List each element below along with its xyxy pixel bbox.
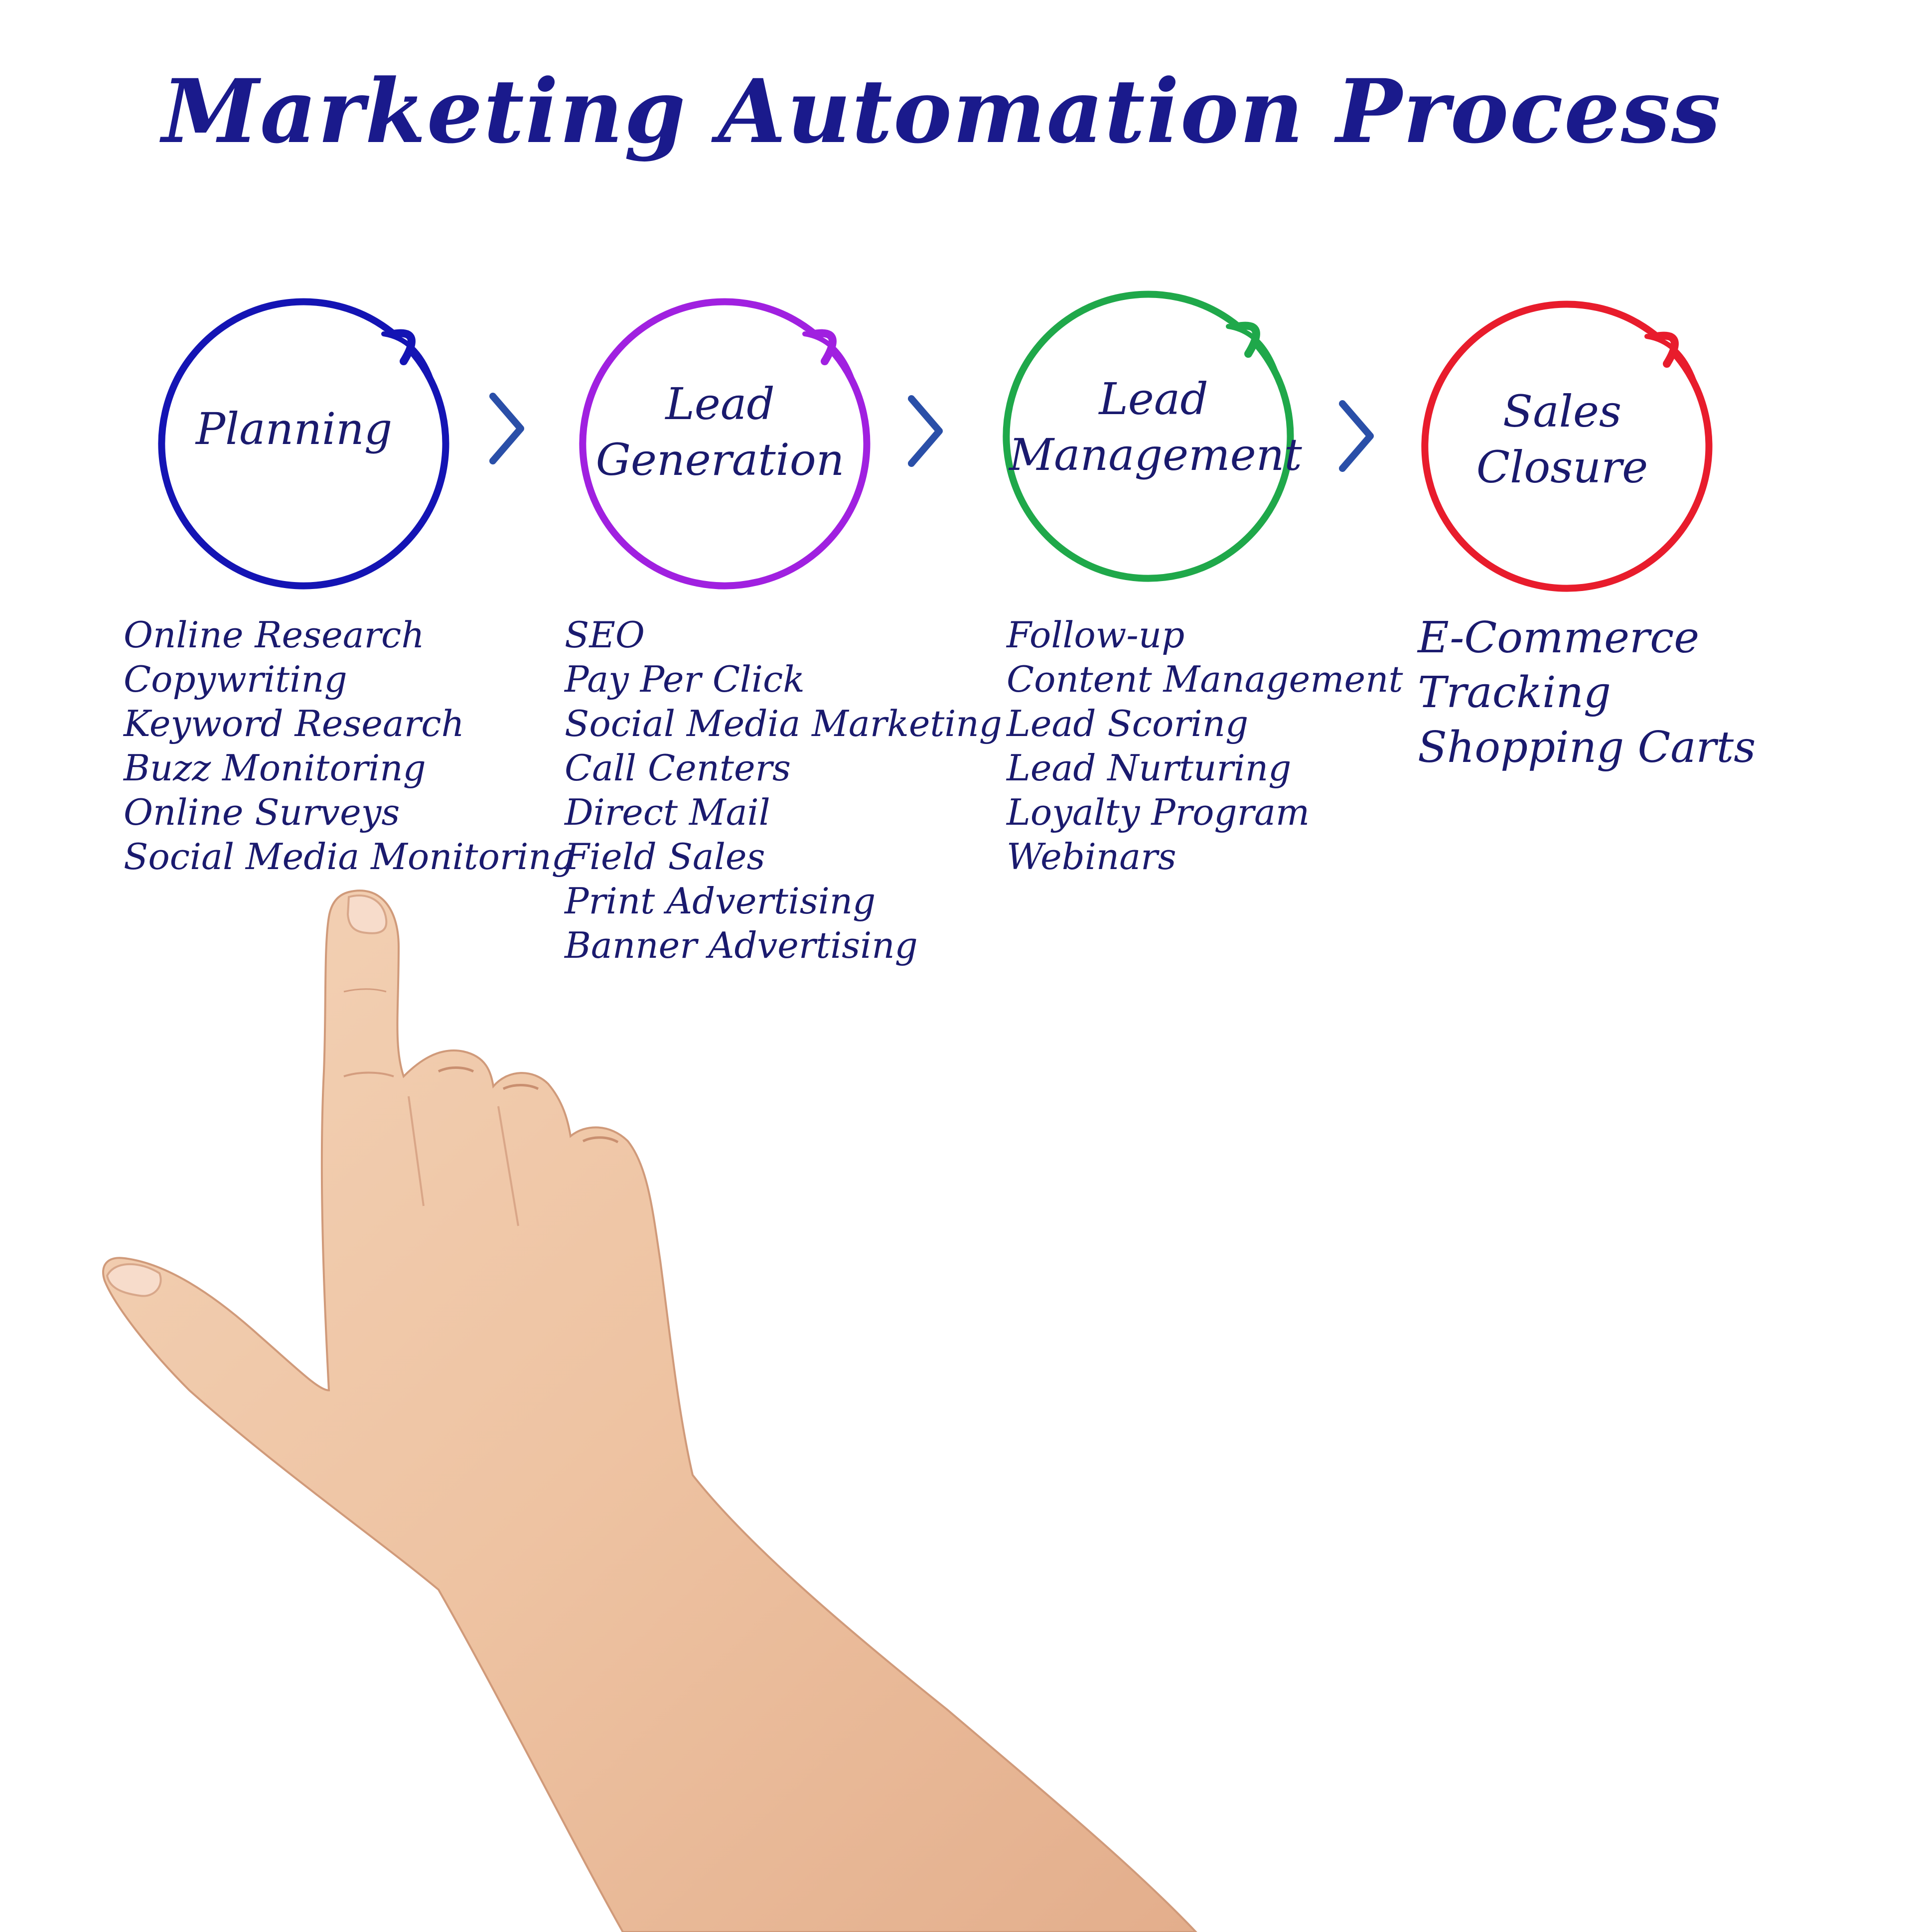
- sales-closure-label: Sales Closure: [1428, 384, 1697, 495]
- chevron-right-icon: [1339, 400, 1374, 472]
- lead-generation-circle: [579, 298, 871, 590]
- list-item: Online Research: [124, 614, 425, 656]
- list-item: Social Media Monitoring: [124, 836, 575, 878]
- list-item: Call Centers: [565, 747, 791, 789]
- stage-label-line: Lead: [1099, 373, 1208, 425]
- stage-label-line: Generation: [595, 434, 845, 485]
- stage-label-line: Closure: [1476, 442, 1648, 493]
- chevron-right-icon: [489, 393, 524, 464]
- lead-generation-items: SEO Pay Per Click Social Media Marketing…: [565, 613, 1002, 968]
- sales-closure-items: E-Commerce Tracking Shopping Carts: [1418, 610, 1756, 775]
- list-item: Loyalty Program: [1007, 791, 1310, 833]
- list-item: Follow-up: [1007, 614, 1185, 656]
- planning-label: Planning: [159, 401, 429, 457]
- list-item: Online Surveys: [124, 791, 400, 833]
- list-item: Lead Scoring: [1007, 703, 1249, 744]
- lead-management-circle: [1003, 291, 1294, 582]
- stage-label-line: Planning: [195, 403, 393, 454]
- list-item: Pay Per Click: [565, 658, 805, 700]
- list-item: Content Management: [1007, 658, 1403, 700]
- list-item: Shopping Carts: [1418, 723, 1756, 772]
- stage-label-line: Lead: [665, 378, 775, 430]
- lead-generation-label: Lead Generation: [586, 376, 855, 488]
- list-item: Copywriting: [124, 658, 347, 700]
- sales-closure-circle: [1421, 300, 1713, 592]
- stage-label-line: Management: [1009, 429, 1302, 480]
- planning-items: Online Research Copywriting Keyword Rese…: [124, 613, 575, 879]
- list-item: Field Sales: [565, 836, 765, 878]
- list-item: Tracking: [1418, 668, 1611, 718]
- diagram-title: Marketing Automation Process: [162, 60, 1722, 163]
- list-item: Social Media Marketing: [565, 703, 1002, 744]
- planning-circle: [158, 298, 449, 590]
- list-item: Webinars: [1007, 836, 1176, 878]
- list-item: Keyword Research: [124, 703, 464, 744]
- list-item: Direct Mail: [565, 791, 770, 833]
- chevron-right-icon: [908, 395, 943, 467]
- lead-management-items: Follow-up Content Management Lead Scorin…: [1007, 613, 1403, 879]
- list-item: Lead Nurturing: [1007, 747, 1292, 789]
- lead-management-label: Lead Management: [1009, 371, 1302, 483]
- list-item: Buzz Monitoring: [124, 747, 426, 789]
- list-item: E-Commerce: [1418, 613, 1700, 663]
- list-item: Banner Advertising: [565, 924, 918, 966]
- list-item: SEO: [565, 614, 645, 656]
- list-item: Print Advertising: [565, 880, 876, 922]
- stage-label-line: Sales: [1502, 386, 1622, 437]
